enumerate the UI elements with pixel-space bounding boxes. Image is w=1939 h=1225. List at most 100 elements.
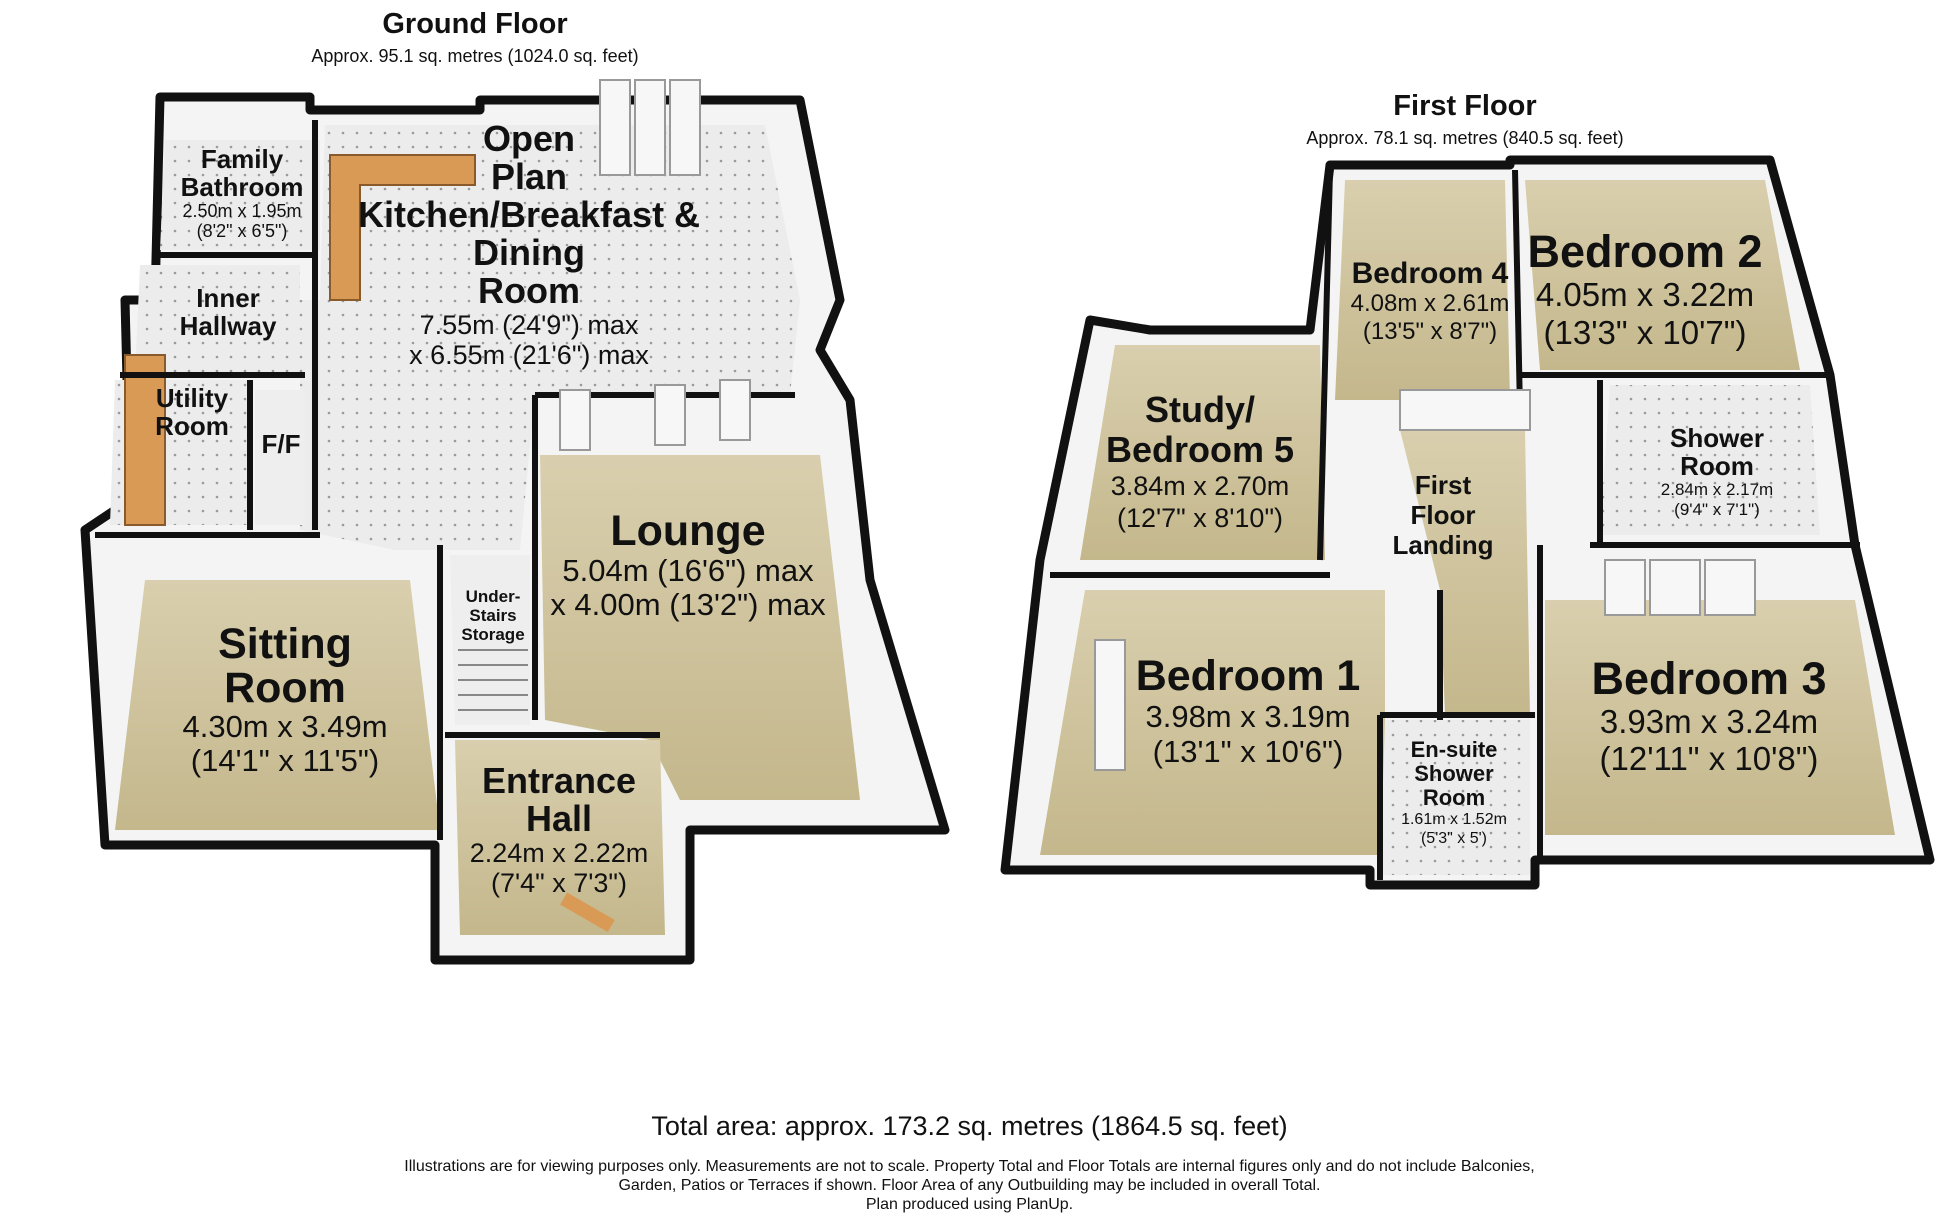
kitchen-name-5: Room <box>477 270 580 311</box>
inner-hallway-name-2: Hallway <box>179 311 277 341</box>
ff-floor <box>255 390 305 525</box>
bedroom2-imp: (13'3" x 10'7") <box>1543 314 1747 351</box>
lounge-floor <box>540 455 860 800</box>
family-bathroom-label: Family Bathroom 2.50m x 1.95m (8'2" x 6'… <box>181 145 304 241</box>
bedroom3-floor <box>1545 600 1895 835</box>
ensuite-name-2: Shower <box>1414 761 1494 786</box>
family-bathroom-dim: 2.50m x 1.95m <box>182 201 302 221</box>
kitchen-name-1: Open <box>482 118 576 159</box>
bedroom4-label: Bedroom 4 4.08m x 2.61m (13'5" x 8'7") <box>1351 258 1510 346</box>
under-stairs-floor <box>450 555 530 725</box>
bedroom4-dim: 4.08m x 2.61m <box>1350 290 1510 317</box>
family-bathroom-name-2: Bathroom <box>180 172 304 202</box>
entrance-hall-label: Entrance Hall 2.24m x 2.22m (7'4" x 7'3"… <box>469 760 649 899</box>
first-floor-plan <box>1000 155 1935 890</box>
bedroom2-dim: 4.05m x 3.22m <box>1535 276 1755 313</box>
first-interior-walls <box>1050 169 1860 880</box>
entrance-hall-dim: 2.24m x 2.22m <box>469 838 649 868</box>
landing-label: First Floor Landing <box>1392 470 1493 560</box>
shower-room-name-1: Shower <box>1670 423 1764 453</box>
entrance-hall-imp: (7'4" x 7'3") <box>490 868 628 898</box>
ensuite-name-3: Room <box>1422 785 1486 810</box>
inner-hallway-label: Inner Hallway <box>180 284 277 340</box>
bedroom1-label: Bedroom 1 3.98m x 3.19m (13'1" x 10'6") <box>1136 653 1361 769</box>
study-name-2: Bedroom 5 <box>1105 429 1295 470</box>
bedroom2-label: Bedroom 2 4.05m x 3.22m (13'3" x 10'7") <box>1527 228 1762 352</box>
landing-name-1: First <box>1414 470 1472 500</box>
total-area: Total area: approx. 173.2 sq. metres (18… <box>651 1111 1288 1141</box>
sitting-room-name-2: Room <box>224 664 346 712</box>
bedroom3-imp: (12'11" x 10'8") <box>1599 740 1819 777</box>
study-label: Study/ Bedroom 5 3.84m x 2.70m (12'7" x … <box>1106 390 1294 534</box>
shower-room-label: Shower Room 2.84m x 2.17m (9'4" x 7'1") <box>1661 424 1773 520</box>
kitchen-floor <box>300 125 800 550</box>
bedroom3-name: Bedroom 3 <box>1591 653 1827 704</box>
study-imp: (12'7" x 8'10") <box>1116 503 1284 533</box>
ensuite-label: En-suite Shower Room 1.61m x 1.52m (5'3"… <box>1401 738 1507 848</box>
kitchen-name-3: Kitchen/Breakfast & <box>357 194 701 235</box>
utility-room-name-1: Utility <box>155 383 229 413</box>
first-floor-area: Approx. 78.1 sq. metres (840.5 sq. feet) <box>1306 128 1624 148</box>
bedroom1-imp: (13'1" x 10'6") <box>1152 734 1344 769</box>
shower-room-name-2: Room <box>1680 451 1754 481</box>
disclaimer: Illustrations are for viewing purposes o… <box>0 1157 1939 1214</box>
kitchen-label: Open Plan Kitchen/Breakfast & Dining Roo… <box>357 118 701 371</box>
front-door <box>560 892 615 933</box>
ground-floor-area: Approx. 95.1 sq. metres (1024.0 sq. feet… <box>311 46 639 66</box>
ff-label: F/F <box>262 430 301 458</box>
sitting-room-label: Sitting Room 4.30m x 3.49m (14'1" x 11'5… <box>182 622 387 778</box>
ff-name: F/F <box>261 429 301 459</box>
study-name-1: Study/ <box>1144 389 1256 430</box>
utility-room-name-2: Room <box>155 411 229 441</box>
landing-name-2: Floor <box>1410 500 1476 530</box>
bedroom4-imp: (13'5" x 8'7") <box>1362 318 1498 345</box>
wardrobes <box>1094 389 1756 771</box>
ensuite-dim: 1.61m x 1.52m <box>1401 811 1507 828</box>
family-bathroom-name-1: Family <box>200 144 284 174</box>
bedroom4-name: Bedroom 4 <box>1351 257 1509 290</box>
disclaimer-line-1: Illustrations are for viewing purposes o… <box>404 1158 1535 1175</box>
kitchen-dim: 7.55m (24'9") max <box>419 310 639 340</box>
kitchen-name-2: Plan <box>490 156 568 197</box>
bedroom3-label: Bedroom 3 3.93m x 3.24m (12'11" x 10'8") <box>1591 653 1827 778</box>
ensuite-floor <box>1380 720 1530 875</box>
kitchen-imp: x 6.55m (21'6") max <box>409 340 649 370</box>
stairs <box>458 649 528 711</box>
inner-hallway-floor <box>135 265 300 375</box>
sitting-room-name-1: Sitting <box>218 620 352 668</box>
under-stairs-name-1: Under- <box>465 587 521 606</box>
shower-room-floor <box>1600 385 1820 535</box>
ensuite-name-1: En-suite <box>1410 737 1498 762</box>
kitchen-worktop <box>329 154 476 301</box>
under-stairs-name-3: Storage <box>461 625 525 644</box>
ground-floor-title: Ground Floor <box>382 8 568 40</box>
disclaimer-line-3: Plan produced using PlanUp. <box>865 1196 1074 1213</box>
bedroom1-dim: 3.98m x 3.19m <box>1145 699 1351 734</box>
bedroom3-dim: 3.93m x 3.24m <box>1599 703 1819 740</box>
sitting-room-imp: (14'1" x 11'5") <box>190 743 380 778</box>
under-stairs-label: Under- Stairs Storage <box>461 587 524 644</box>
entrance-hall-floor <box>455 740 665 935</box>
first-floor-title: First Floor <box>1393 90 1537 122</box>
study-dim: 3.84m x 2.70m <box>1110 471 1290 501</box>
sitting-room-dim: 4.30m x 3.49m <box>182 709 388 744</box>
utility-worktop <box>124 354 166 526</box>
lounge-label: Lounge 5.04m (16'6") max x 4.00m (13'2")… <box>550 508 825 622</box>
shower-room-dim: 2.84m x 2.17m <box>1660 480 1774 499</box>
sitting-room-floor <box>115 580 440 830</box>
entrance-hall-name-1: Entrance <box>481 760 637 801</box>
shower-room-imp: (9'4" x 7'1") <box>1674 500 1760 519</box>
lounge-name: Lounge <box>610 507 766 555</box>
kitchen-name-4: Dining <box>473 232 585 273</box>
study-floor <box>1080 345 1325 560</box>
bedroom1-floor <box>1040 590 1385 855</box>
utility-room-label: Utility Room <box>155 384 229 440</box>
bedroom2-floor <box>1525 180 1800 370</box>
under-stairs-name-2: Stairs <box>469 606 517 625</box>
ground-floor-plan <box>80 79 950 965</box>
entrance-hall-name-2: Hall <box>525 798 593 839</box>
bedroom2-name: Bedroom 2 <box>1527 226 1763 277</box>
bifold-doors-kitchen <box>559 79 751 451</box>
family-bathroom-floor <box>160 140 320 250</box>
inner-hallway-name-1: Inner <box>196 283 260 313</box>
